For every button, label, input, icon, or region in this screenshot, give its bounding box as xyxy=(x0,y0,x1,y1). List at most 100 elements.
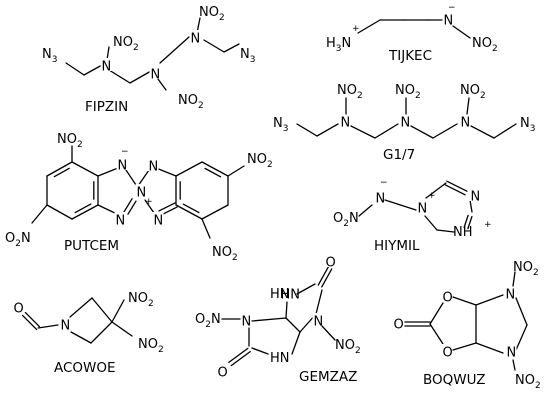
nitro-group-label: NO2 xyxy=(460,83,486,101)
atom-knockout xyxy=(152,212,164,225)
atom-label: HN xyxy=(270,351,290,366)
bond-line xyxy=(446,180,468,192)
bond-line xyxy=(90,321,113,344)
atom-label: N xyxy=(137,186,147,201)
bond-line xyxy=(125,169,137,186)
bond-line xyxy=(475,342,504,354)
bond-line xyxy=(74,203,92,214)
bond-line xyxy=(515,324,528,351)
atom-knockout xyxy=(441,344,453,357)
atom-label: N xyxy=(506,288,516,303)
atom-label: N xyxy=(376,192,386,207)
bond-line xyxy=(21,314,38,331)
bond-line xyxy=(452,342,477,351)
bond-line xyxy=(175,161,203,177)
bond-line xyxy=(69,297,93,318)
bond-line xyxy=(357,19,381,34)
bond-line xyxy=(350,125,376,139)
bond-line xyxy=(201,204,229,220)
bond-line xyxy=(469,199,473,213)
nitro-group-label: NO2 xyxy=(212,245,238,263)
atom-knockout xyxy=(189,30,201,43)
molecule-name-hiymil: HIYMIL xyxy=(374,238,420,254)
charge-label: − xyxy=(448,3,456,13)
bond-line xyxy=(436,229,455,233)
nitro-group-label: NO2 xyxy=(515,373,541,391)
bond-line xyxy=(467,215,473,230)
bond-line xyxy=(71,204,99,220)
bond-line xyxy=(53,167,70,178)
atom-label: O xyxy=(218,366,228,381)
bond-line xyxy=(71,161,99,177)
bond-line xyxy=(175,204,203,220)
charge-label: − xyxy=(380,178,388,188)
bond-line xyxy=(37,324,59,329)
atom-knockout xyxy=(459,114,471,127)
atom-label: N xyxy=(341,116,351,131)
charge-label: + xyxy=(484,220,492,230)
nitro-group-label: NO2 xyxy=(138,337,164,355)
bond-line xyxy=(452,296,477,306)
atom-knockout xyxy=(59,317,71,330)
bond-line xyxy=(160,206,178,216)
nitro-group-label: NO2 xyxy=(335,338,361,356)
atom-knockout xyxy=(116,157,128,170)
bond-line xyxy=(285,301,288,319)
atom-label: HN xyxy=(281,288,301,303)
bond-line xyxy=(466,97,470,115)
bond-line xyxy=(358,204,373,217)
bond-line xyxy=(463,214,469,229)
atom-label: N xyxy=(61,319,71,334)
bond-line xyxy=(384,199,417,211)
atom-label: N xyxy=(154,214,164,229)
nitro-group-label: O2N xyxy=(195,312,221,330)
charge-label: + xyxy=(352,24,360,34)
charge-label: + xyxy=(145,197,153,207)
atom-knockout xyxy=(392,316,404,329)
nitro-group-label: NO2 xyxy=(513,260,539,278)
bond-line xyxy=(475,294,504,306)
bond-line xyxy=(203,39,225,53)
charge-label: + xyxy=(428,191,436,201)
bond-line xyxy=(182,203,200,214)
nitro-group-label: NO2 xyxy=(395,83,421,101)
bond-line xyxy=(46,161,73,177)
molecule-name-tijkec: TIJKEC xyxy=(388,48,432,64)
molecule-name-putcem: PUTCEM xyxy=(64,238,119,254)
bond-line xyxy=(106,46,110,61)
atom-knockout xyxy=(339,114,351,127)
bond-line xyxy=(111,299,125,323)
atom-knockout xyxy=(441,289,453,302)
atom-label: N xyxy=(507,346,517,361)
imine-label: NH xyxy=(453,225,473,240)
bond-line xyxy=(432,123,458,139)
bond-line xyxy=(296,283,316,295)
bond-line xyxy=(285,317,301,333)
atom-knockout xyxy=(147,158,159,171)
atom-label: N xyxy=(116,214,126,229)
atom-knockout xyxy=(216,364,228,377)
bond-line xyxy=(512,359,516,371)
bond-line xyxy=(493,123,517,139)
molecule-name-acowoe: ACOWOE xyxy=(54,360,116,376)
azido-group-label: N3 xyxy=(42,47,57,65)
atom-knockout xyxy=(399,114,411,127)
atom-knockout xyxy=(279,286,291,299)
bond-line xyxy=(512,271,516,287)
atom-knockout xyxy=(149,66,161,79)
atom-knockout xyxy=(416,200,428,213)
atom-knockout xyxy=(100,58,112,71)
molecule-name-gemzaz: GEMZAZ xyxy=(299,369,357,385)
bond-line xyxy=(159,36,190,64)
bond-line xyxy=(470,125,495,139)
bond-line xyxy=(127,200,137,215)
bond-line xyxy=(46,204,73,220)
atom-label: O xyxy=(14,302,24,317)
bond-line xyxy=(111,321,133,337)
bond-line xyxy=(251,317,287,322)
atom-label: O xyxy=(326,256,336,271)
